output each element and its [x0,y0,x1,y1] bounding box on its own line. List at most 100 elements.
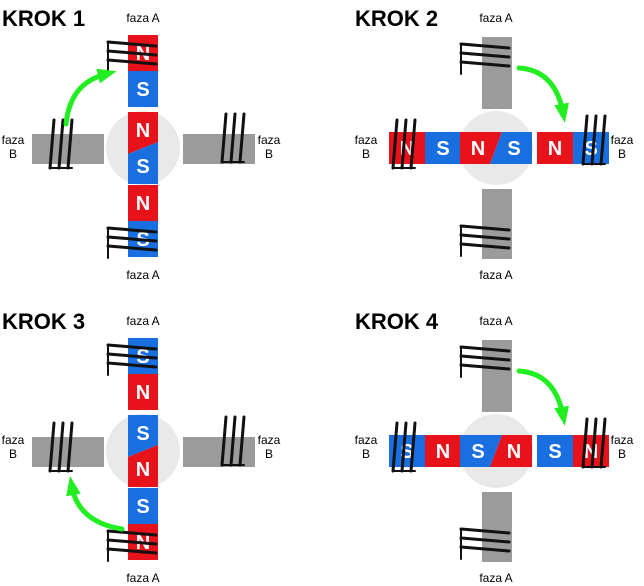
coil-phase-a-top-wrap [459,60,511,68]
coil-phase-a-bottom-wrap [106,235,158,243]
coil-phase-a-bottom-wrap [459,224,511,232]
coil-phase-b-left [48,421,74,473]
rotor-letter-top: N [136,120,150,142]
coil-phase-b-left-wrap [391,421,399,473]
coil-phase-b-left-wrap [409,118,417,170]
coil-phase-a-bottom-wrap [459,242,511,250]
coil-phase-b-left [391,421,417,473]
bottom-pole-inner-block [128,488,158,524]
label-phase-a-bottom: faza A [479,571,513,585]
coil-phase-b-right-wrap [599,417,607,469]
right-pole-inner-block [537,435,573,467]
rotor-magnet-top [128,112,158,154]
left-pole-inner-letter: N [436,441,450,463]
rotor-magnet-top [128,415,158,457]
rotor-letter-right: S [507,138,520,160]
coil-phase-a-top-wrap [106,343,158,351]
coil-phase-a-bottom-wrap [459,527,511,535]
label-phase-a-top: faza A [126,314,160,328]
coil-phase-b-right-wrap [581,417,589,469]
coil-phase-a-top [106,40,158,73]
coil-phase-b-right-wrap [220,112,228,164]
rotor-letter-left: N [471,138,485,160]
coil-phase-a-top [459,345,511,378]
coil-phase-b-right-wrap [238,415,246,467]
coil-phase-a-bottom-wrap [106,529,158,537]
rotor-letter-left: S [471,441,484,463]
top-pole-inner-block [128,71,158,107]
rotation-arrow-head [66,476,81,497]
coil-phase-b-left-wrap [48,118,56,170]
step-title: KROK 3 [2,309,86,334]
left-pole-inner-block [425,132,461,164]
coil-phase-b-right-wrap [229,112,237,164]
coil-phase-a-bottom-wrap [106,244,158,252]
left-pole-inner-letter: S [436,138,449,160]
coil-phase-a-bottom [459,224,511,257]
coil-phase-a-top-wrap [106,40,158,48]
coil-phase-a-bottom [106,226,158,259]
coil-phase-a-bottom-wrap [106,547,158,555]
rotation-arrow [71,492,125,532]
coil-phase-a-top-wrap [459,51,511,59]
coil-phase-b-right-wrap [229,415,237,467]
rotor-magnet-bottom [128,142,158,184]
stator-core-right [183,134,255,164]
coil-phase-b-left-wrap [57,421,65,473]
coil-phase-b-right [220,415,246,467]
coil-phase-b-left-wrap [391,118,399,170]
coil-phase-b-left [391,118,417,170]
coil-phase-a-top-wrap [106,361,158,369]
rotor-magnet-bottom [128,445,158,487]
coil-phase-a-bottom-wrap [106,538,158,546]
bottom-pole-inner-letter: N [136,193,150,215]
coil-phase-b-right [581,417,607,469]
coil-phase-b-left-wrap [57,118,65,170]
top-pole-inner-block [128,374,158,410]
coil-phase-b-right [220,112,246,164]
coil-phase-a-top-wrap [459,363,511,371]
rotation-arrow [516,368,564,410]
stator-core-right [183,437,255,467]
rotation-arrow-head [554,102,569,123]
rotation-arrow [63,73,103,127]
label-phase-a-top: faza A [479,314,513,328]
coil-phase-a-top-wrap [106,49,158,57]
coil-phase-a-top [459,42,511,75]
bottom-pole-inner-letter: S [136,496,149,518]
coil-phase-a-top-wrap [459,354,511,362]
bottom-pole-inner-block [128,185,158,221]
coil-phase-b-right-wrap [599,114,607,166]
rotor-magnet-right [490,435,532,467]
coil-phase-a-bottom [459,527,511,560]
coil-phase-b-right-wrap [590,417,598,469]
rotor-letter-top: S [136,423,149,445]
right-pole-inner-block [537,132,573,164]
coil-phase-a-bottom-wrap [459,233,511,241]
rotor-letter-bottom: S [136,156,149,178]
coil-phase-b-right-wrap [238,112,246,164]
coil-phase-a-top [106,343,158,376]
coil-phase-a-bottom [106,529,158,562]
coil-phase-a-bottom-wrap [459,545,511,553]
coil-phase-b-left-wrap [48,421,56,473]
right-pole-inner-letter: S [548,441,561,463]
coil-phase-b-right [581,114,607,166]
rotation-arrow-head [554,405,569,426]
right-pole-inner-letter: N [548,138,562,160]
rotor-magnet-left [460,132,502,164]
coil-phase-a-top-wrap [459,42,511,50]
label-phase-a-bottom: faza A [126,571,160,585]
coil-phase-b-left [48,118,74,170]
coil-phase-b-left-wrap [66,118,74,170]
rotation-arrow-head [96,68,117,84]
